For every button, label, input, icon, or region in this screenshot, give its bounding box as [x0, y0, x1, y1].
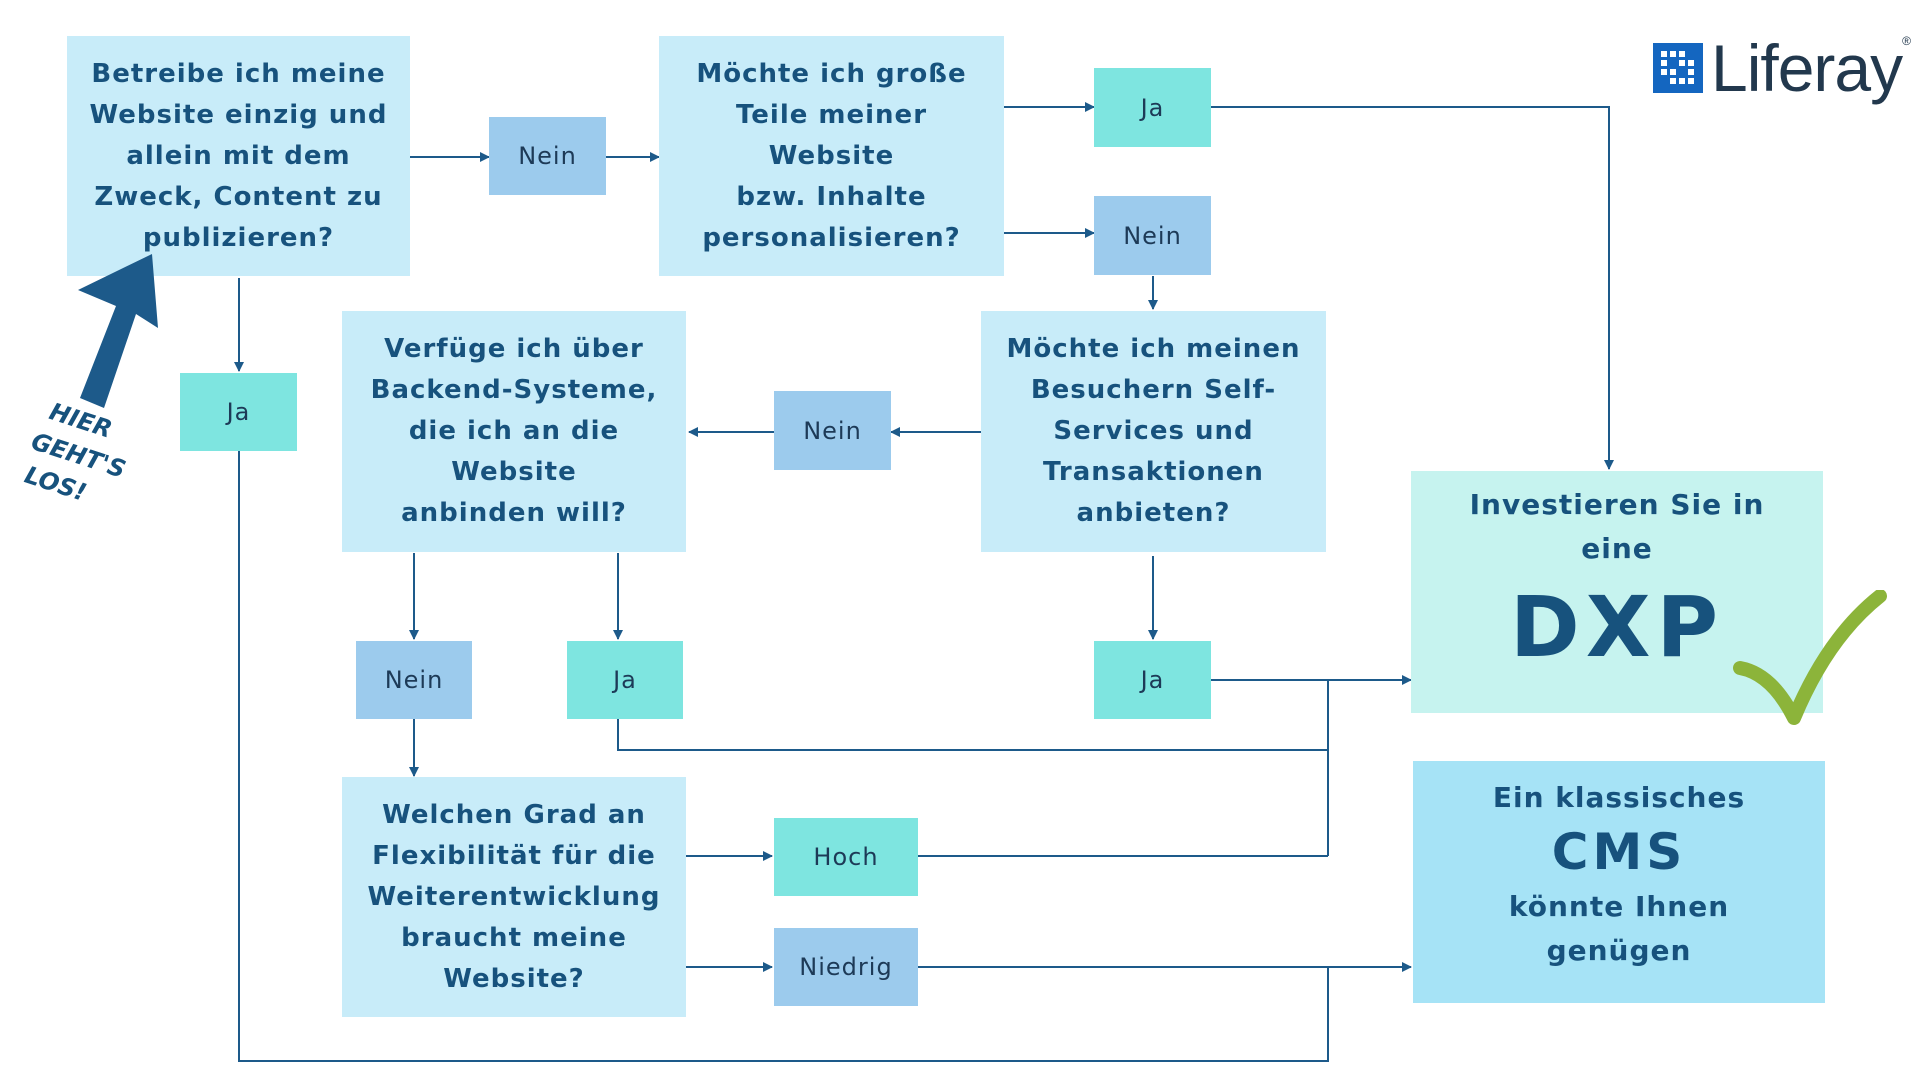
answer-nein-q1: Nein	[489, 117, 606, 195]
question-3: Möchte ich meinen Besuchern Self- Servic…	[981, 311, 1326, 552]
question-4-line: anbinden will?	[401, 498, 627, 528]
question-3-line: Transaktionen	[1043, 457, 1264, 487]
question-1-line: publizieren?	[142, 222, 335, 253]
question-2-line: bzw. Inhalte	[736, 181, 927, 212]
result-dxp-intro: Investieren Sie in	[1469, 488, 1765, 521]
answer-ja-q1: Ja	[180, 373, 297, 451]
question-1: Betreibe ich meine Website einzig und al…	[67, 36, 410, 276]
result-cms-outro: genügen	[1546, 934, 1692, 967]
question-5-line: Welchen Grad an	[382, 799, 646, 830]
result-cms-intro: Ein klassisches	[1492, 781, 1746, 814]
edge-q1-ja-cms	[238, 451, 1329, 1062]
question-3-line: Möchte ich meinen	[1006, 334, 1301, 364]
result-dxp-title: DXP	[1509, 578, 1725, 676]
question-3-line: Services und	[1053, 416, 1254, 446]
question-4-line: die ich an die Website	[408, 416, 620, 487]
question-5-line: Website?	[443, 963, 585, 994]
logo-text: Liferay	[1711, 31, 1903, 105]
answer-hoch: Hoch	[774, 818, 918, 896]
question-5-line: Flexibilität für die	[372, 840, 656, 871]
question-1-line: allein mit dem	[126, 140, 351, 171]
edge-q4-ja-merge	[617, 718, 1328, 751]
answer-ja-q2: Ja	[1094, 68, 1211, 147]
edge-ja-dxp-top	[1211, 106, 1614, 470]
logo-registered-mark: ®	[1902, 34, 1911, 48]
question-2-line: Teile meiner Website	[735, 99, 928, 171]
answer-nein-q3: Nein	[774, 391, 891, 470]
result-cms-outro: könnte Ihnen	[1508, 890, 1730, 923]
question-5: Welchen Grad an Flexibilität für die Wei…	[342, 777, 686, 1017]
result-cms-title: CMS	[1551, 823, 1687, 881]
question-2-line: personalisieren?	[702, 222, 961, 253]
question-1-line: Betreibe ich meine	[91, 58, 386, 89]
question-4: Verfüge ich über Backend-Systeme, die ic…	[342, 311, 686, 552]
question-4-line: Backend-Systeme,	[370, 375, 658, 405]
result-cms: Ein klassisches CMS könnte Ihnen genügen	[1413, 761, 1825, 1003]
question-5-line: Weiterentwicklung	[367, 881, 661, 912]
liferay-logo-icon	[1653, 43, 1703, 93]
question-5-line: braucht meine	[401, 922, 627, 953]
question-4-line: Verfüge ich über	[384, 334, 644, 364]
checkmark-icon	[1733, 590, 1887, 725]
liferay-logo: Liferay ®	[1653, 30, 1911, 106]
answer-nein-q4: Nein	[356, 641, 472, 719]
answer-ja-q4: Ja	[567, 641, 683, 719]
question-1-line: Website einzig und	[89, 99, 388, 130]
result-dxp-intro: eine	[1581, 532, 1653, 565]
answer-ja-q3: Ja	[1094, 641, 1211, 719]
answer-nein-q2: Nein	[1094, 196, 1211, 275]
question-2: Möchte ich große Teile meiner Website bz…	[659, 36, 1004, 276]
question-3-line: Besuchern Self-	[1030, 375, 1277, 405]
question-2-line: Möchte ich große	[696, 58, 967, 89]
question-1-line: Zweck, Content zu	[94, 181, 383, 212]
answer-niedrig: Niedrig	[774, 928, 918, 1006]
question-3-line: anbieten?	[1076, 498, 1231, 528]
start-arrow-icon	[78, 254, 158, 408]
